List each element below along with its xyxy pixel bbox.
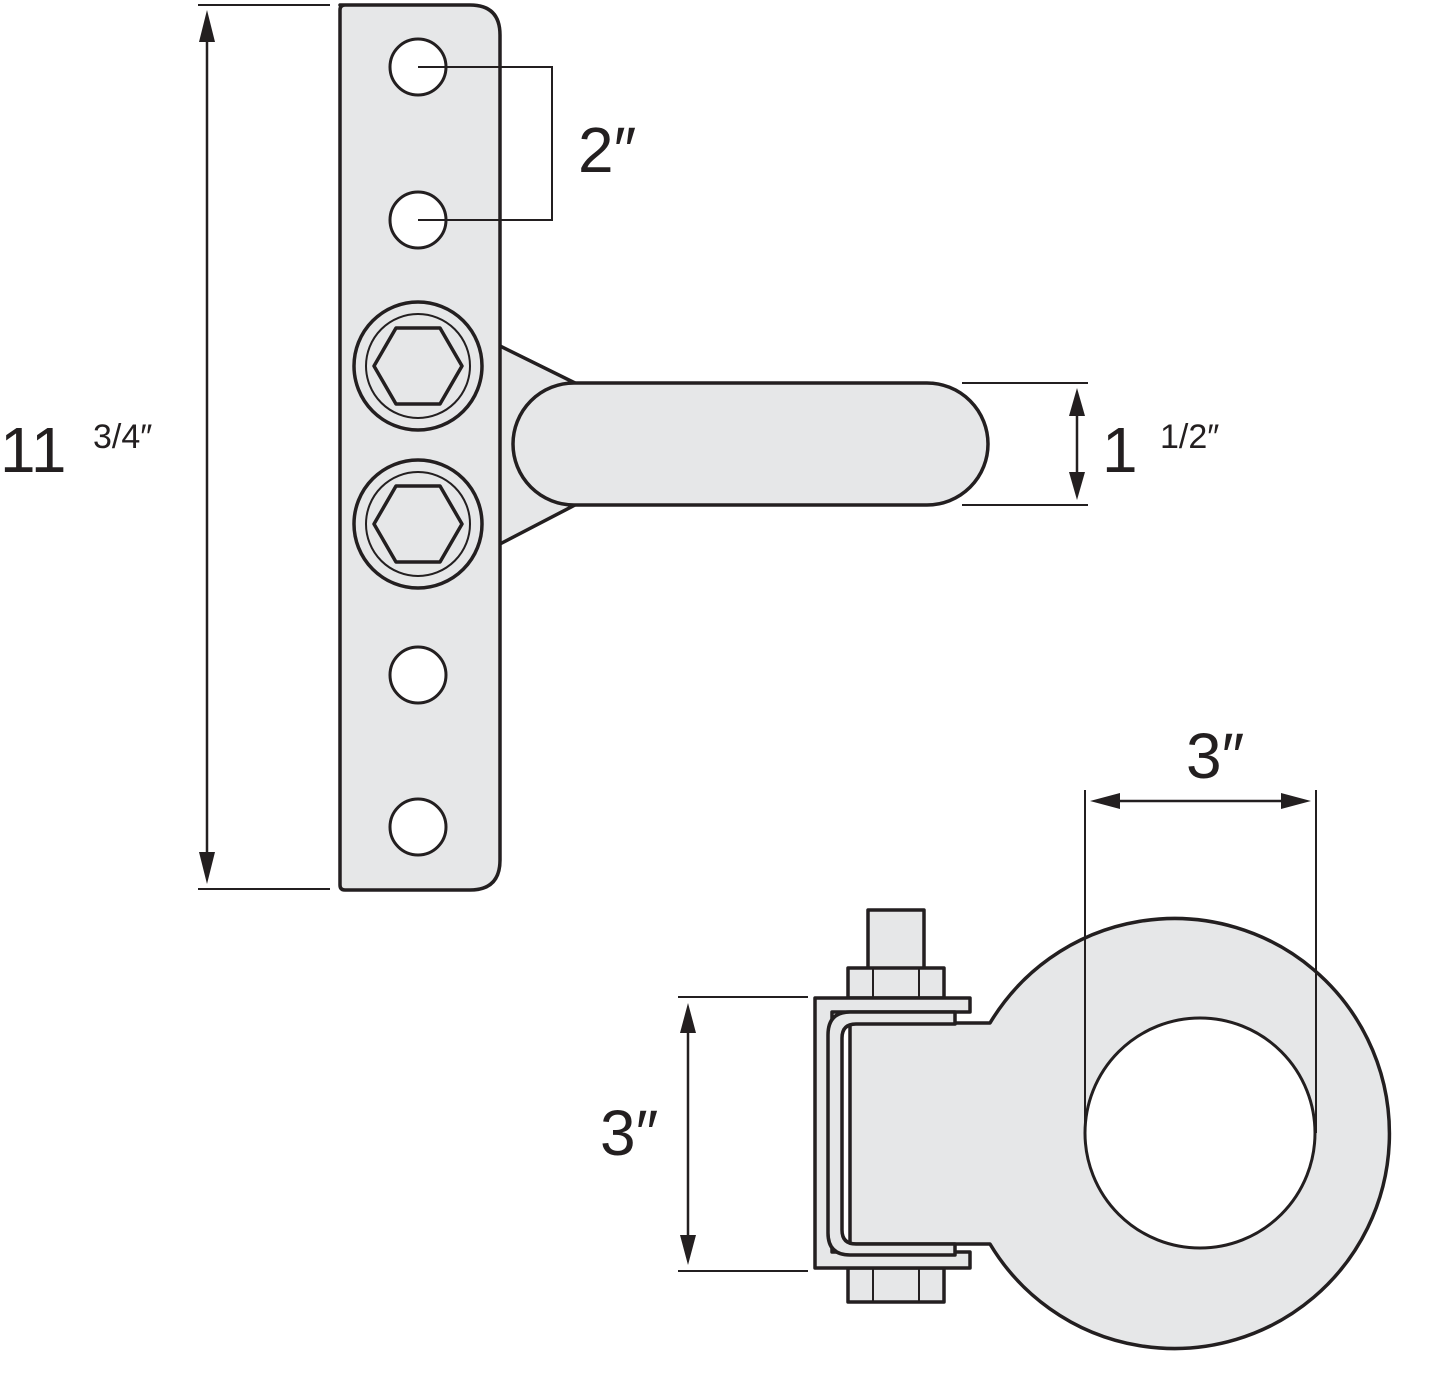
- overall-height-dimension: 11 3/4″: [0, 4, 330, 890]
- lunette-ring-hole: [1083, 1016, 1317, 1250]
- nut-bottom: [846, 1266, 946, 1304]
- hole-spacing-dimension: 2″: [418, 66, 636, 221]
- shank-diameter-fraction: 1/2″: [1160, 418, 1219, 456]
- nut-top: [846, 966, 946, 1000]
- mount-plate: [338, 3, 502, 892]
- mount-plate-assembly: [338, 3, 990, 892]
- clamp-bracket-inner: [826, 1010, 957, 1257]
- ring-diameter-label: 3″: [1186, 720, 1244, 792]
- hex-head-upper: [372, 326, 464, 406]
- shank-diameter-whole: 1: [1102, 414, 1138, 486]
- overall-height-fraction: 3/4″: [93, 418, 152, 456]
- stud-top: [866, 908, 926, 972]
- clamp-height-label: 3″: [600, 1097, 658, 1169]
- shank-diameter-dimension: 1 1/2″: [962, 382, 1219, 506]
- clamp-height-dimension: 3″: [600, 996, 808, 1272]
- plate-hole-5: [388, 645, 448, 705]
- plate-bolt-upper: [352, 300, 484, 432]
- shank-bar: [511, 381, 990, 507]
- ring-diameter-dimension: 3″: [1084, 720, 1317, 1133]
- lunette-ring-assembly: [813, 908, 1392, 1351]
- plate-hole-6: [388, 797, 448, 857]
- hex-head-lower: [372, 484, 464, 564]
- plate-bolt-lower: [352, 458, 484, 590]
- hole-spacing-label: 2″: [578, 114, 636, 186]
- overall-height-whole: 11: [0, 414, 66, 486]
